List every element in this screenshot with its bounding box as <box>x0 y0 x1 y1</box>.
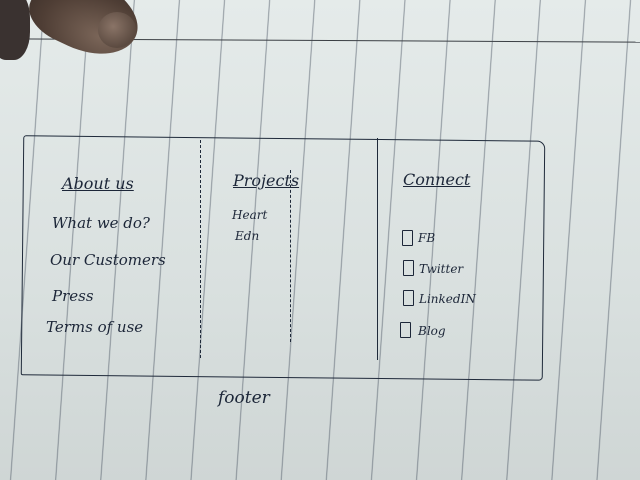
connect-heading: Connect <box>403 170 471 189</box>
about-link-what-we-do[interactable]: What we do? <box>52 214 150 232</box>
column-divider-3 <box>377 138 378 360</box>
fingertip <box>98 12 136 48</box>
footer-label: footer <box>218 388 270 408</box>
shadow-edge <box>0 0 30 60</box>
fb-checkbox-icon <box>402 230 413 246</box>
connect-link-twitter[interactable]: Twitter <box>419 262 464 276</box>
linkedin-checkbox-icon <box>403 290 414 306</box>
projects-link-edn[interactable]: Edn <box>235 229 260 243</box>
about-link-terms[interactable]: Terms of use <box>46 318 144 336</box>
twitter-checkbox-icon <box>403 260 414 276</box>
connect-link-fb[interactable]: FB <box>418 231 436 245</box>
column-divider-2 <box>290 170 291 342</box>
connect-link-blog[interactable]: Blog <box>418 324 446 338</box>
blog-checkbox-icon <box>400 322 411 338</box>
about-heading: About us <box>62 174 134 193</box>
about-link-press[interactable]: Press <box>52 287 94 305</box>
connect-link-linkedin[interactable]: LinkedIN <box>419 292 476 306</box>
column-divider-1 <box>200 140 201 358</box>
projects-heading: Projects <box>233 171 300 190</box>
about-link-customers[interactable]: Our Customers <box>50 251 166 269</box>
projects-link-heart[interactable]: Heart <box>232 208 268 222</box>
